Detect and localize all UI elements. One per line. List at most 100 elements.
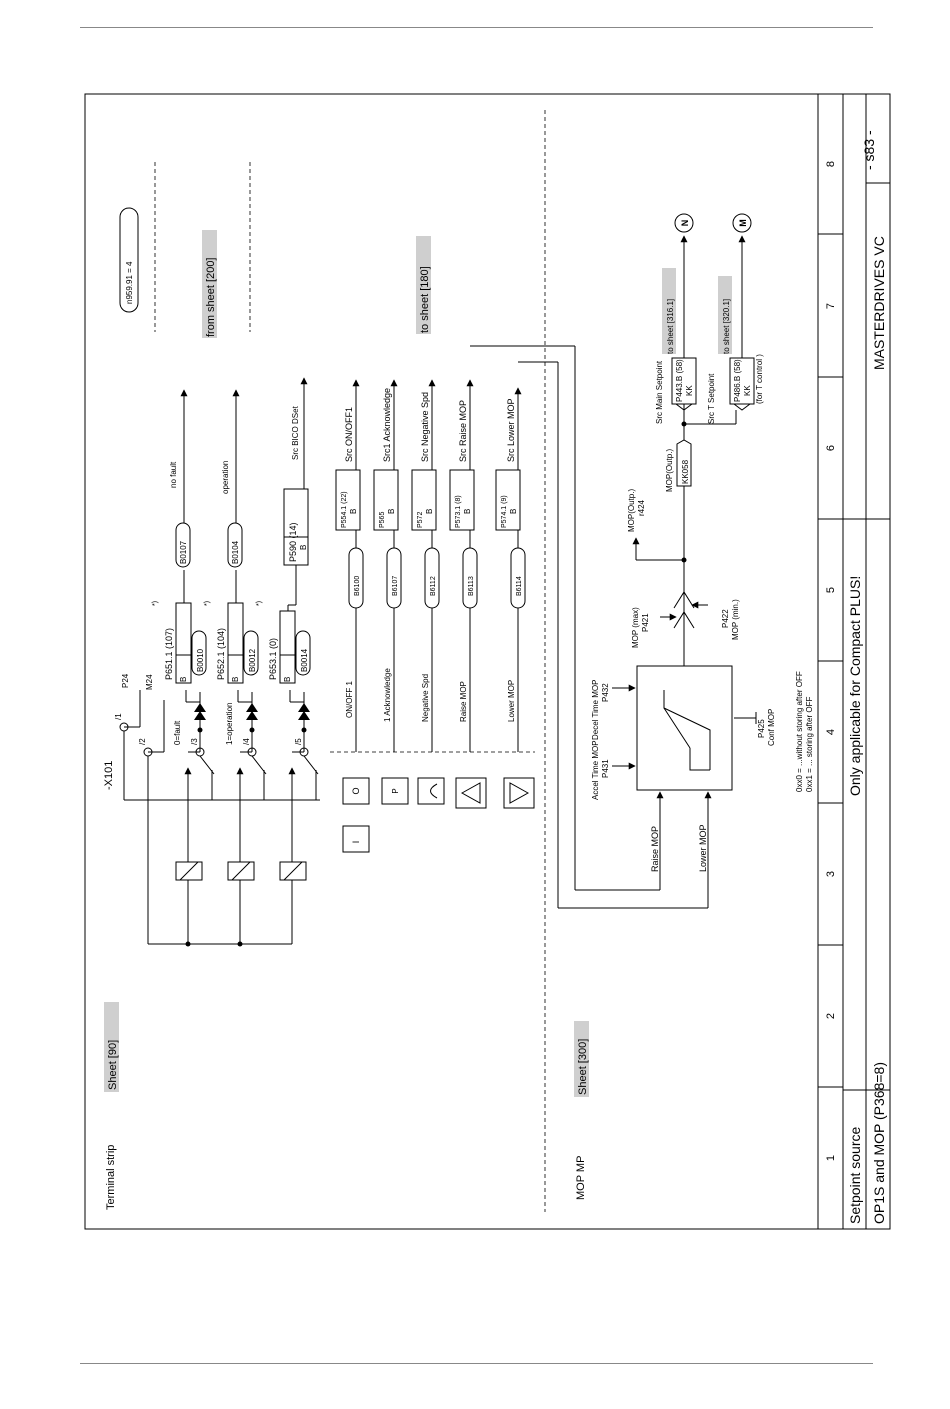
product-name: MASTERDRIVES VC xyxy=(871,236,887,370)
p443: P443.B (58) xyxy=(675,359,684,402)
signal-lower-mop: Lower MOP xyxy=(507,680,516,722)
to-sheet-180: to sheet [180] xyxy=(419,266,431,333)
param-p574: P574.1 (9) xyxy=(501,495,508,528)
binector-b6107: B6107 xyxy=(392,576,399,596)
pin-2: /2 xyxy=(138,738,147,745)
svg-text:O: O xyxy=(351,787,361,794)
signal-raise-mop: Raise MOP xyxy=(459,681,468,722)
io-channel-3: B P653.1 (0) *) B0014 P590 (14) B Src BI… xyxy=(256,377,311,752)
connector-label: -X101 xyxy=(103,761,115,790)
column-number-3: 3 xyxy=(825,871,837,877)
sheet-title: Setpoint source xyxy=(847,1127,863,1224)
src-main-setpoint: Src Main Setpoint xyxy=(655,360,664,424)
relay-2 xyxy=(227,751,267,947)
src-bico-dset: Src BICO DSet xyxy=(291,405,300,460)
to-sheet-316: to sheet [316.1] xyxy=(666,299,675,354)
svg-text:B: B xyxy=(349,509,358,514)
p24-label: P24 xyxy=(121,673,130,688)
param-p653: P653.1 (0) xyxy=(268,638,278,680)
r424: r424 xyxy=(637,499,646,516)
param-p572: P572 xyxy=(417,512,424,528)
mop-ramp-block xyxy=(636,665,733,791)
column-number-8: 8 xyxy=(825,161,837,167)
n-marker: N xyxy=(680,220,690,227)
column-ticks xyxy=(818,233,843,1088)
op1s-block: I O P ON/OFF 1 1 Acknowledge Negative Sp… xyxy=(335,236,535,853)
src-raise-mop: Src Raise MOP xyxy=(458,400,468,462)
svg-text:P: P xyxy=(391,788,400,793)
param-p652: P652.1 (104) xyxy=(216,628,226,680)
binector-b0012: B0012 xyxy=(248,648,257,672)
svg-text:*): *) xyxy=(256,601,263,606)
lower-mop-input: Lower MOP xyxy=(698,824,708,872)
svg-text:*): *) xyxy=(204,601,211,606)
src-on-off1: Src ON/OFF1 xyxy=(344,407,354,462)
src-t-setpoint: Src T Setpoint xyxy=(707,373,716,424)
mop-outp: MOP(Outp.) xyxy=(627,489,636,532)
column-number-5: 5 xyxy=(825,587,837,593)
p486: P486.B (58) xyxy=(733,359,742,402)
op1s-key-lower xyxy=(503,777,535,809)
compact-plus-note: Only applicable for Compact PLUS! xyxy=(847,576,863,796)
terminal-strip-label: Terminal strip xyxy=(105,1145,117,1210)
src-negative-spd: Src Negative Spd xyxy=(420,392,430,462)
mop-sheet-ref: Sheet [300] xyxy=(577,1039,589,1095)
m-marker: M xyxy=(738,219,748,227)
param-p554: P554.1 (22) xyxy=(341,491,348,528)
param-p590: P590 (14) xyxy=(288,522,298,562)
pin-5: /5 xyxy=(294,738,303,745)
p425: P425 xyxy=(757,719,766,738)
mop-section-label: MOP MP xyxy=(575,1156,587,1200)
binector-b0010: B0010 xyxy=(196,648,205,672)
binector-b0104: B0104 xyxy=(231,540,240,564)
pin-1: /1 xyxy=(114,713,123,720)
binector-b6112: B6112 xyxy=(430,576,437,596)
t-control-note: (for T control ) xyxy=(755,354,764,404)
p431: P431 xyxy=(601,759,610,778)
svg-text:B: B xyxy=(463,509,472,514)
operation-label: 1=operation xyxy=(225,703,234,745)
n959-label: n959.91 = 4 xyxy=(125,261,134,304)
svg-text:B: B xyxy=(299,545,308,550)
binector-b6100: B6100 xyxy=(354,576,361,596)
binector-b0107: B0107 xyxy=(179,540,188,564)
raise-mop-input: Raise MOP xyxy=(650,826,660,872)
mop-note-2: 0xx1 = ... storing after OFF xyxy=(805,697,814,792)
p432: P432 xyxy=(601,683,610,702)
relay-3 xyxy=(279,751,319,944)
svg-text:B: B xyxy=(231,677,240,682)
pin-3: /3 xyxy=(190,738,199,745)
sheet-subtitle: OP1S and MOP (P368=8) xyxy=(871,1062,887,1224)
diagram-frame xyxy=(84,93,891,1230)
fault-label: 0=fault xyxy=(173,720,182,745)
kk-t: KK xyxy=(743,385,752,396)
svg-text:*): *) xyxy=(152,601,159,606)
pin-4: /4 xyxy=(242,738,251,745)
svg-text:B: B xyxy=(509,509,518,514)
binector-b6114: B6114 xyxy=(516,576,523,596)
svg-text:I: I xyxy=(351,841,361,844)
mop-max: MOP (max) xyxy=(631,607,640,648)
no-fault-label: no fault xyxy=(169,461,178,488)
bottom-rule xyxy=(80,1363,873,1364)
param-p651: P651.1 (107) xyxy=(164,628,174,680)
conf-mop: Conf MOP xyxy=(767,709,776,746)
op1s-key-off xyxy=(342,777,370,805)
param-p573: P573.1 (8) xyxy=(455,495,462,528)
operation-out-label: operation xyxy=(221,461,230,494)
from-sheet-200: from sheet [200] xyxy=(205,258,217,338)
svg-text:B: B xyxy=(179,677,188,682)
src1-acknowledge: Src1 Acknowledge xyxy=(382,388,392,462)
svg-text:B: B xyxy=(387,509,396,514)
binector-b0014: B0014 xyxy=(300,648,309,672)
decel-time: Decel Time MOP xyxy=(591,680,600,740)
kk-main: KK xyxy=(685,385,694,396)
terminal-strip: -X101 /1 /2 /3 /4 /5 P24 M24 0=fault 1=o… xyxy=(103,207,320,947)
op1s-key-raise xyxy=(455,777,487,809)
column-number-4: 4 xyxy=(825,729,837,735)
terminal-sheet-ref: Sheet [90] xyxy=(107,1040,119,1090)
column-number-1: 1 xyxy=(825,1155,837,1161)
column-number-2: 2 xyxy=(825,1013,837,1019)
to-sheet-320: to sheet [320.1] xyxy=(722,299,731,354)
